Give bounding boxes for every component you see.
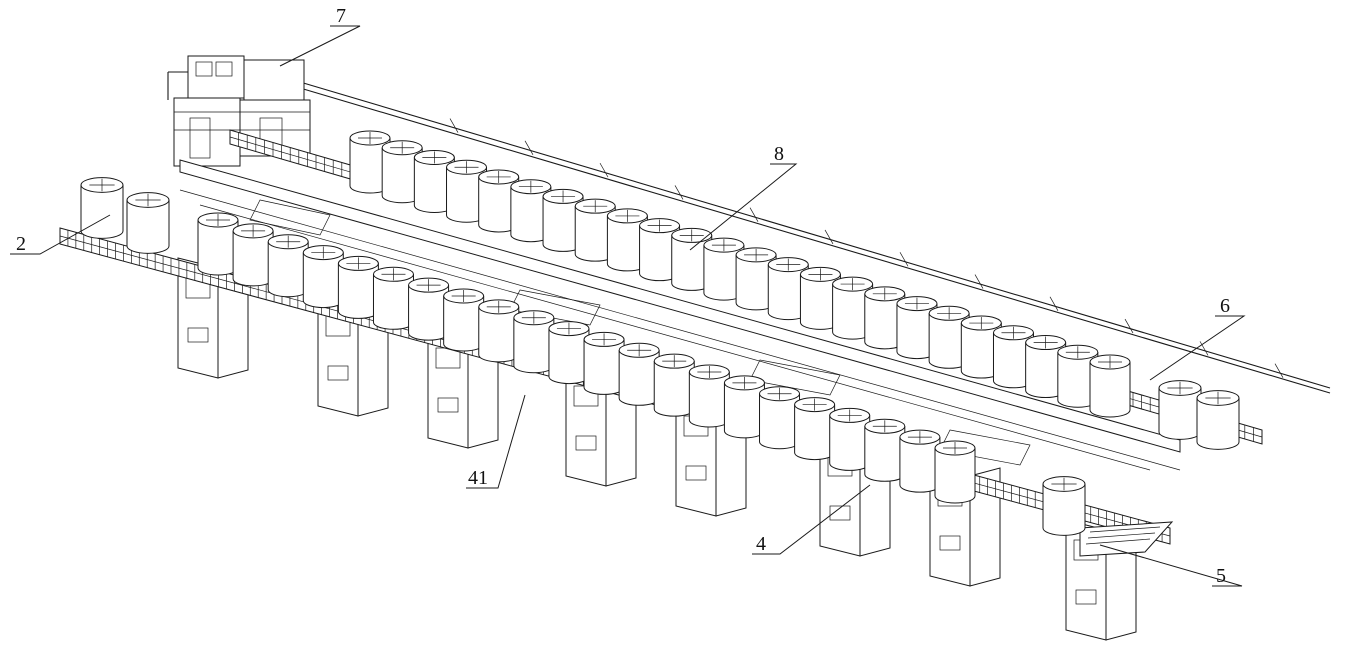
middle-conveyor [179, 159, 1181, 471]
callout-labels: 7 8 2 6 41 4 5 [16, 5, 1230, 587]
pillar-panel [685, 465, 707, 481]
rail-hanger [599, 162, 609, 178]
rail-hanger [674, 185, 684, 200]
can-body [1089, 362, 1131, 418]
pillar-panel [575, 435, 597, 451]
overhead-rail [299, 81, 1331, 394]
rail-hanger [524, 140, 534, 156]
pillar-panel [437, 397, 459, 413]
callout-7: 7 [336, 5, 346, 27]
can-body [899, 437, 941, 493]
pillar-panel [327, 365, 349, 381]
cans-front-row [80, 177, 1086, 536]
cans-rear-row [349, 130, 1240, 450]
callout-6: 6 [1220, 295, 1230, 317]
rail-hanger [1049, 296, 1059, 311]
rail-hanger [899, 252, 909, 267]
callout-5: 5 [1216, 565, 1226, 587]
can-body [232, 230, 274, 287]
can-body [759, 393, 801, 450]
can-body [1042, 484, 1086, 536]
pillar-panel [939, 535, 961, 551]
can-body [513, 317, 555, 374]
can-body [653, 361, 695, 417]
can-body [829, 415, 871, 471]
discharge-station [1079, 521, 1174, 557]
callout-2: 2 [16, 233, 26, 255]
can-body [478, 306, 520, 363]
pillar-side [969, 467, 1001, 587]
can-body [80, 185, 124, 239]
can-body [864, 426, 906, 482]
callout-8: 8 [774, 143, 784, 165]
rail-hanger [824, 229, 834, 245]
pillar-panel [1075, 589, 1097, 605]
callout-leaders [10, 25, 1246, 587]
can-body [794, 404, 836, 461]
can-body [443, 296, 485, 352]
can-body [267, 241, 309, 298]
callout-41: 41 [468, 467, 488, 489]
can-body [302, 252, 344, 309]
can-body [583, 339, 625, 395]
can-body [372, 274, 414, 330]
rail-hanger [1199, 341, 1209, 356]
can-body [723, 382, 765, 439]
support-pillars [177, 257, 1137, 641]
can-body [1196, 398, 1240, 450]
can-body [618, 350, 660, 406]
rail-hanger [974, 274, 984, 289]
rail-hanger [749, 207, 759, 222]
can-body [548, 328, 590, 385]
can-body [126, 200, 170, 254]
pillar-panel [187, 327, 209, 343]
can-body [408, 285, 450, 341]
rail-hanger [1124, 318, 1134, 334]
can-body [688, 372, 730, 428]
rail-hanger [449, 118, 459, 133]
callout-4: 4 [756, 533, 766, 555]
pillar-panel [829, 505, 851, 521]
can-body [337, 263, 379, 319]
rail-hanger [1274, 363, 1284, 378]
can-body [934, 448, 976, 504]
can-body [197, 220, 239, 276]
